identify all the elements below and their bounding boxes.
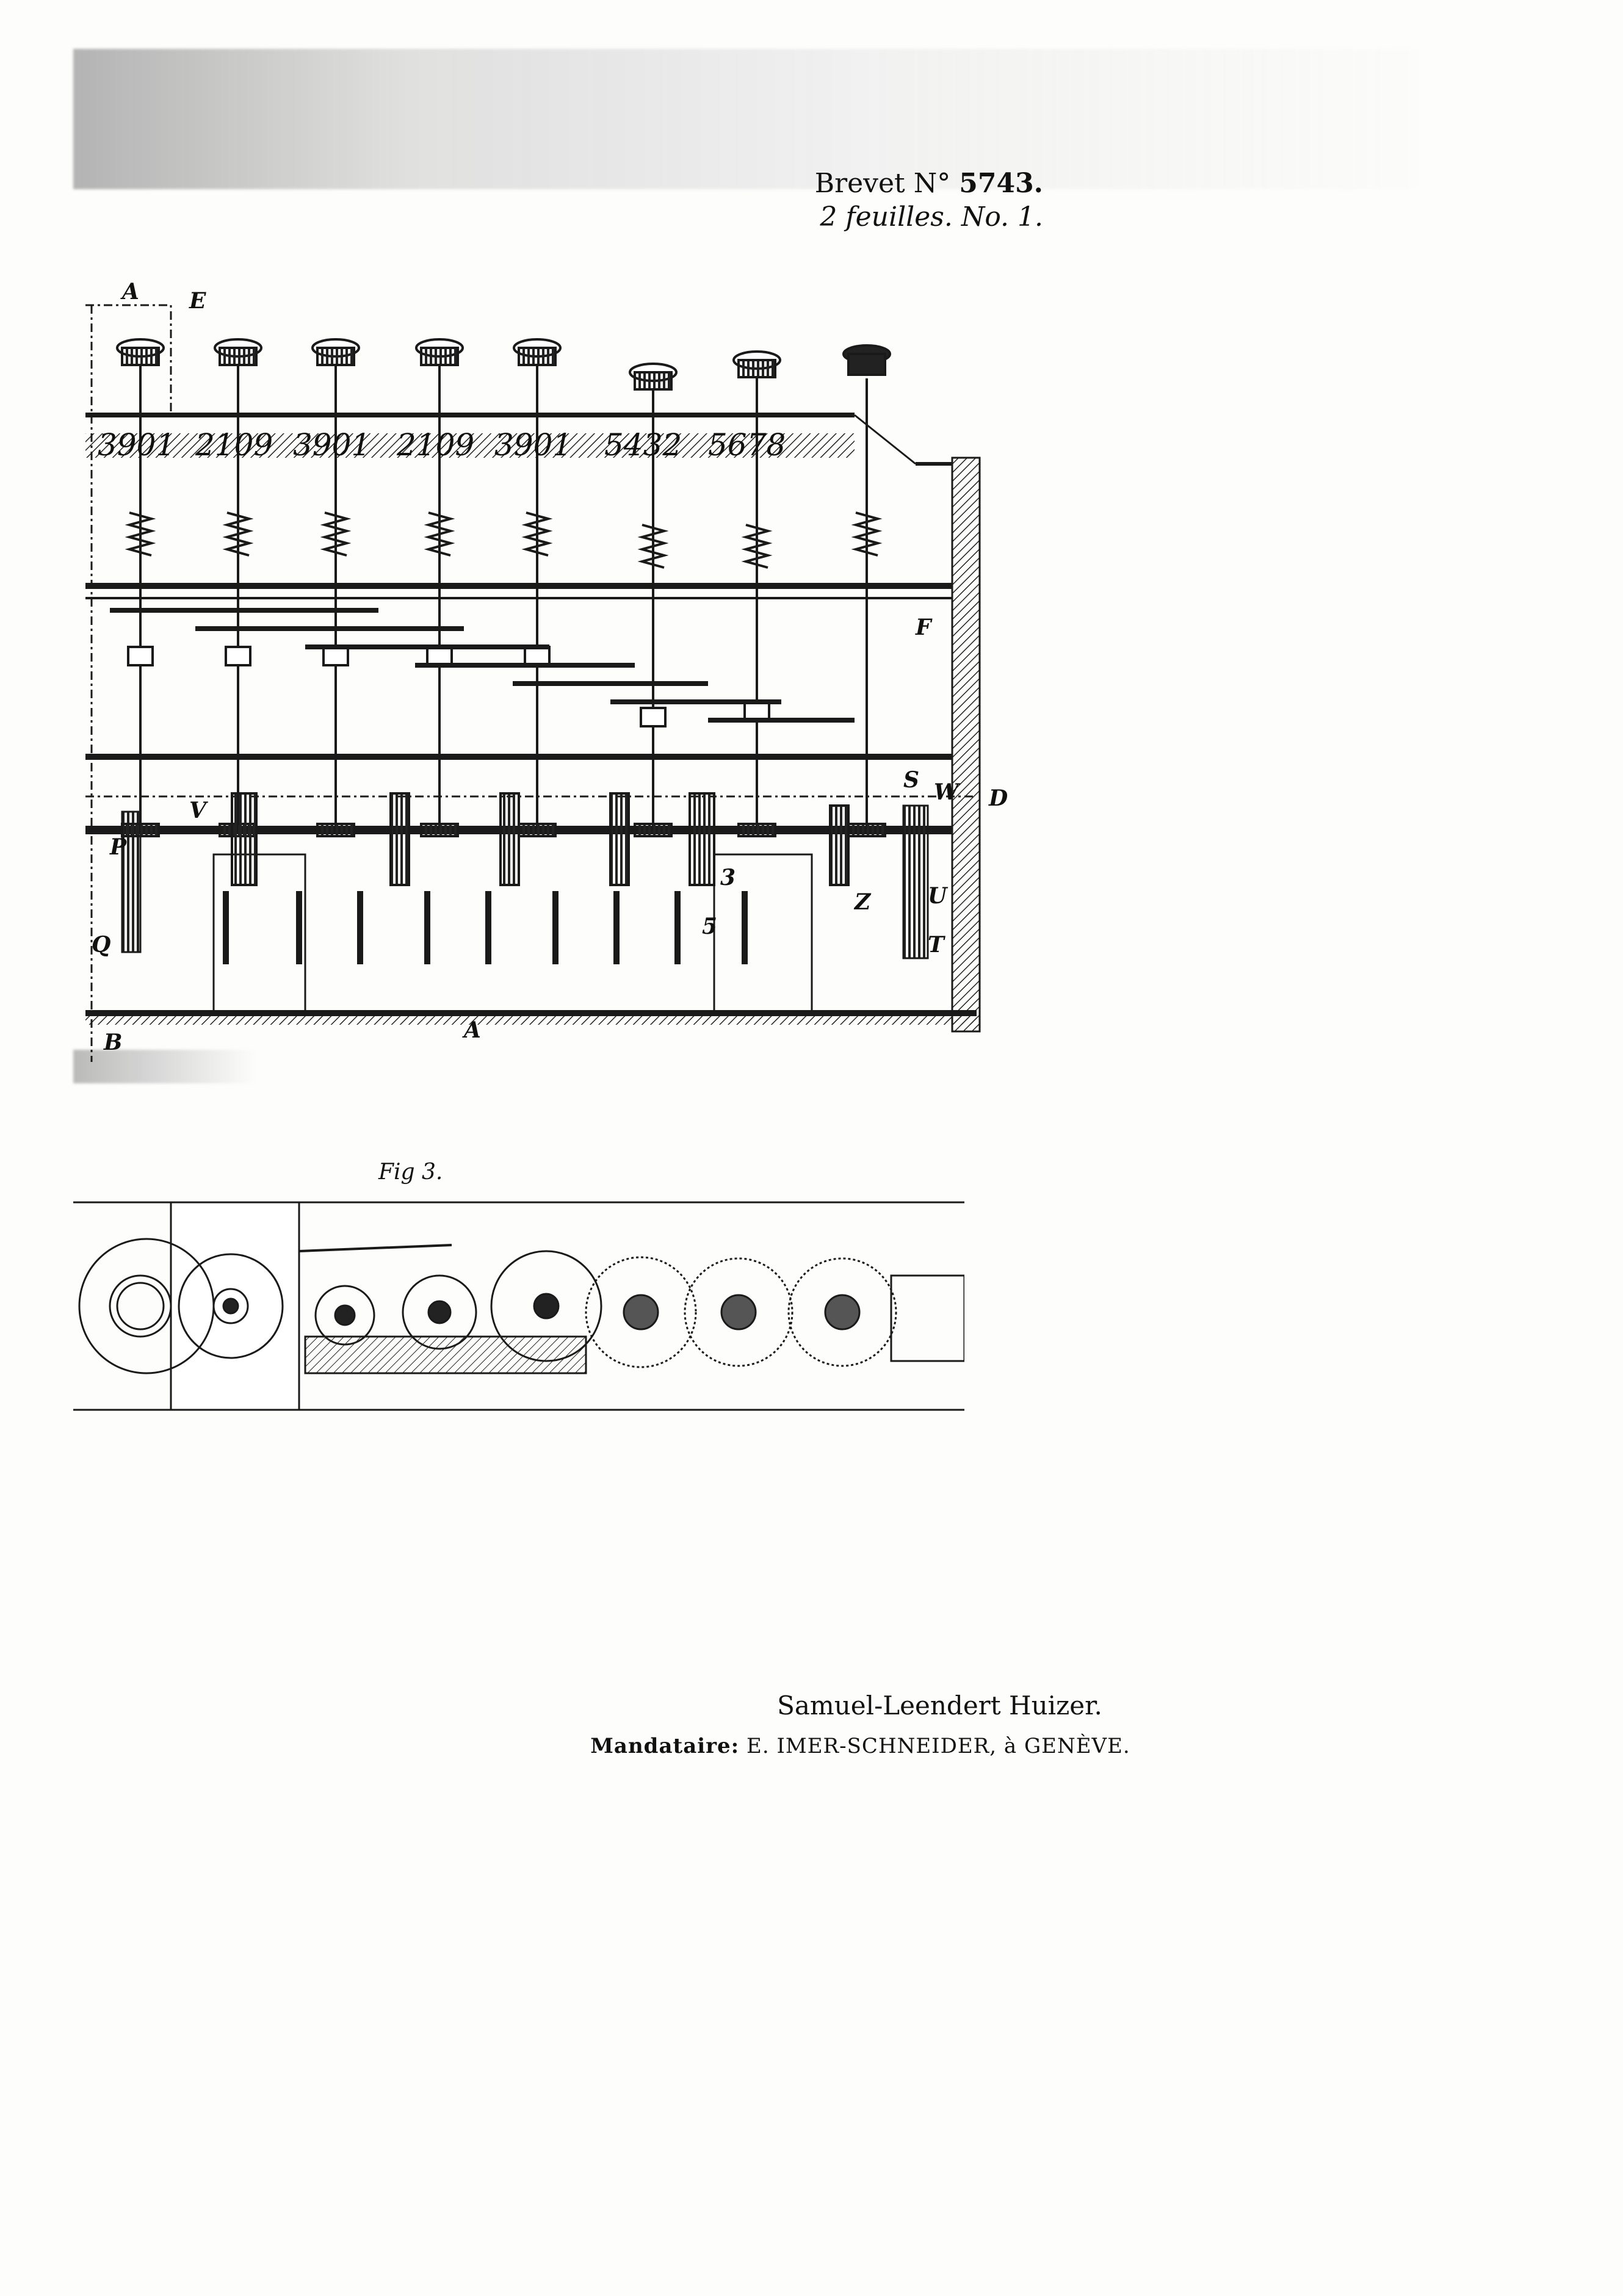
label-letter: Z — [853, 889, 872, 915]
patent-header: Brevet N° 5743. 2 feuilles. No. 1. — [815, 168, 1043, 233]
sheets-line: 2 feuilles. No. 1. — [820, 201, 1043, 233]
wheel-digits: 3901 — [293, 427, 371, 463]
figure-3-label: Fig 3. — [378, 1160, 443, 1185]
wheel-digits: 3901 — [494, 427, 572, 463]
label-letter: A — [462, 1017, 481, 1043]
agent-label: Mandataire: — [590, 1734, 740, 1758]
agent-name: E. IMER-SCHNEIDER, à GENÈVE. — [746, 1734, 1130, 1758]
wheel-digits: 5432 — [604, 427, 682, 463]
label-letter: V — [189, 798, 208, 823]
label-letter: A — [120, 281, 139, 305]
label-letter: 5 — [702, 914, 717, 939]
label-letter: P — [109, 834, 127, 860]
wheel-digits: 3901 — [98, 427, 175, 463]
label-letter: T — [928, 932, 945, 958]
agent-line: Mandataire: E. IMER-SCHNEIDER, à GENÈVE. — [98, 1734, 1623, 1758]
label-letter: Q — [92, 932, 110, 958]
label-letter: E — [189, 288, 206, 314]
brevet-number: 5743. — [959, 168, 1043, 199]
mechanism-drawing: 3901 2109 3901 2109 3901 5432 5678 A E B… — [85, 281, 1008, 1062]
label-letter: 3 — [720, 865, 736, 890]
figure-3-drawing — [73, 1201, 964, 1411]
patent-footer: Samuel-Leendert Huizer. Mandataire: E. I… — [0, 1691, 1623, 1758]
brevet-prefix: Brevet N° — [814, 168, 951, 199]
scan-noise — [73, 1050, 256, 1083]
label-letter: U — [928, 883, 949, 909]
label-letter: W — [934, 779, 961, 805]
wheel-digits: 5678 — [708, 427, 786, 463]
label-letter: D — [988, 785, 1008, 811]
label-letter: F — [915, 615, 933, 640]
wheel-digits: 2109 — [396, 427, 474, 463]
scan-noise — [73, 49, 1416, 189]
inventor-name: Samuel-Leendert Huizer. — [777, 1691, 1102, 1720]
label-letter: S — [903, 767, 919, 793]
wheel-digits: 2109 — [195, 427, 273, 463]
brevet-line: Brevet N° 5743. — [815, 168, 1043, 199]
label-letter: B — [103, 1030, 122, 1055]
